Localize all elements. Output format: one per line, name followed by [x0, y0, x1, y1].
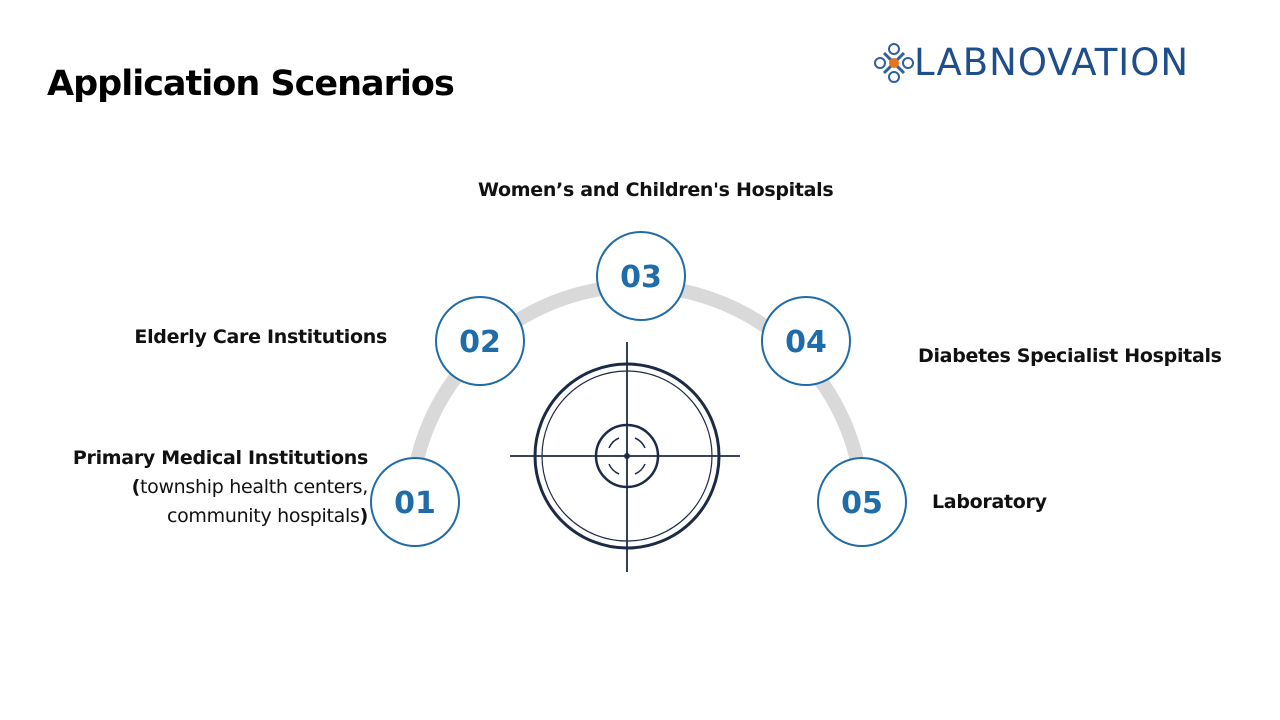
node-02: 02 — [435, 296, 525, 386]
node-05: 05 — [817, 457, 907, 547]
node-label-04: Diabetes Specialist Hospitals — [918, 345, 1222, 367]
node-number: 05 — [841, 486, 883, 521]
node-number: 03 — [620, 260, 662, 295]
node-number: 02 — [459, 325, 501, 360]
node-label-03: Women’s and Children's Hospitals — [478, 179, 834, 201]
node-label-01: Primary Medical Institutions (township h… — [73, 444, 368, 531]
node-03: 03 — [596, 231, 686, 321]
node-01: 01 — [370, 457, 460, 547]
node-label-title: Primary Medical Institutions — [72, 447, 368, 469]
target-crosshair-icon — [510, 342, 740, 572]
node-number: 04 — [785, 325, 827, 360]
node-number: 01 — [394, 486, 436, 521]
node-04: 04 — [761, 296, 851, 386]
node-label-detail: (township health centers, — [131, 476, 369, 498]
labnovation-logo-icon — [874, 43, 914, 83]
logo-wordmark: LABNOVATION — [914, 41, 1190, 84]
brand-logo: LABNOVATION — [872, 38, 1189, 88]
node-label-detail-2: community hospitals) — [166, 505, 368, 527]
node-label-02: Elderly Care Institutions — [134, 326, 387, 348]
node-label-05: Laboratory — [932, 491, 1047, 513]
page-title: Application Scenarios — [47, 64, 455, 104]
